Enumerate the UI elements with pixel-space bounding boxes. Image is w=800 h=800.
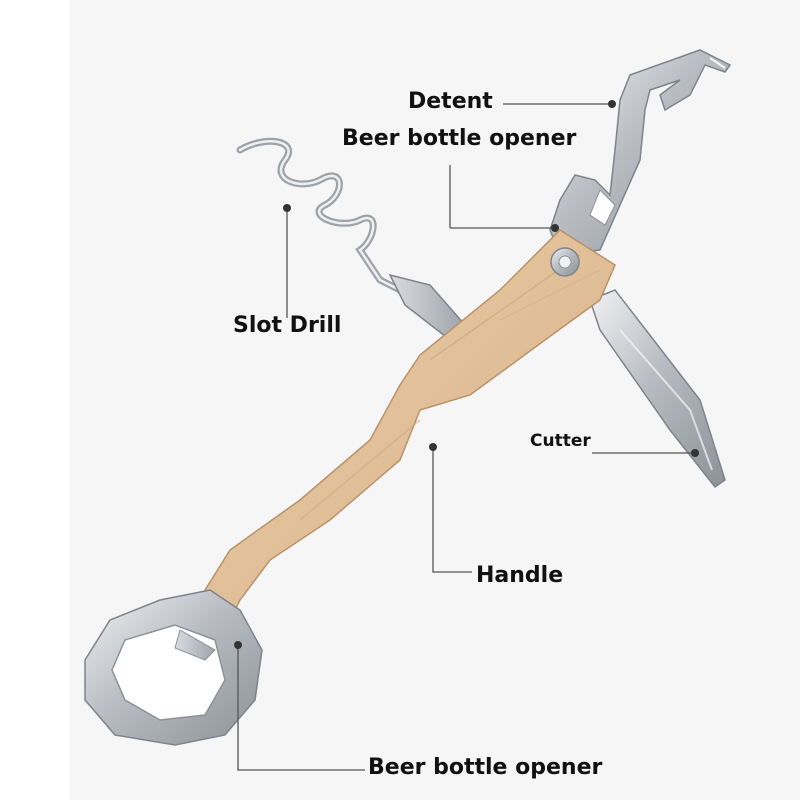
leader-dots (234, 100, 699, 649)
label-beer-bottle-opener-top: Beer bottle opener (342, 126, 577, 151)
label-slot-drill: Slot Drill (233, 313, 342, 338)
label-handle: Handle (476, 563, 564, 588)
cutter-blade (589, 289, 726, 489)
label-cutter: Cutter (530, 431, 591, 451)
top-lever (549, 49, 732, 256)
corkscrew (236, 137, 467, 341)
bottom-bottle-opener (84, 589, 263, 746)
wooden-handle (204, 229, 616, 632)
leader-lines (237, 103, 695, 771)
label-detent: Detent (408, 89, 493, 114)
label-beer-bottle-opener-bottom: Beer bottle opener (368, 755, 603, 780)
leader-handle (432, 447, 472, 573)
leader-bottom-opener (237, 645, 365, 771)
